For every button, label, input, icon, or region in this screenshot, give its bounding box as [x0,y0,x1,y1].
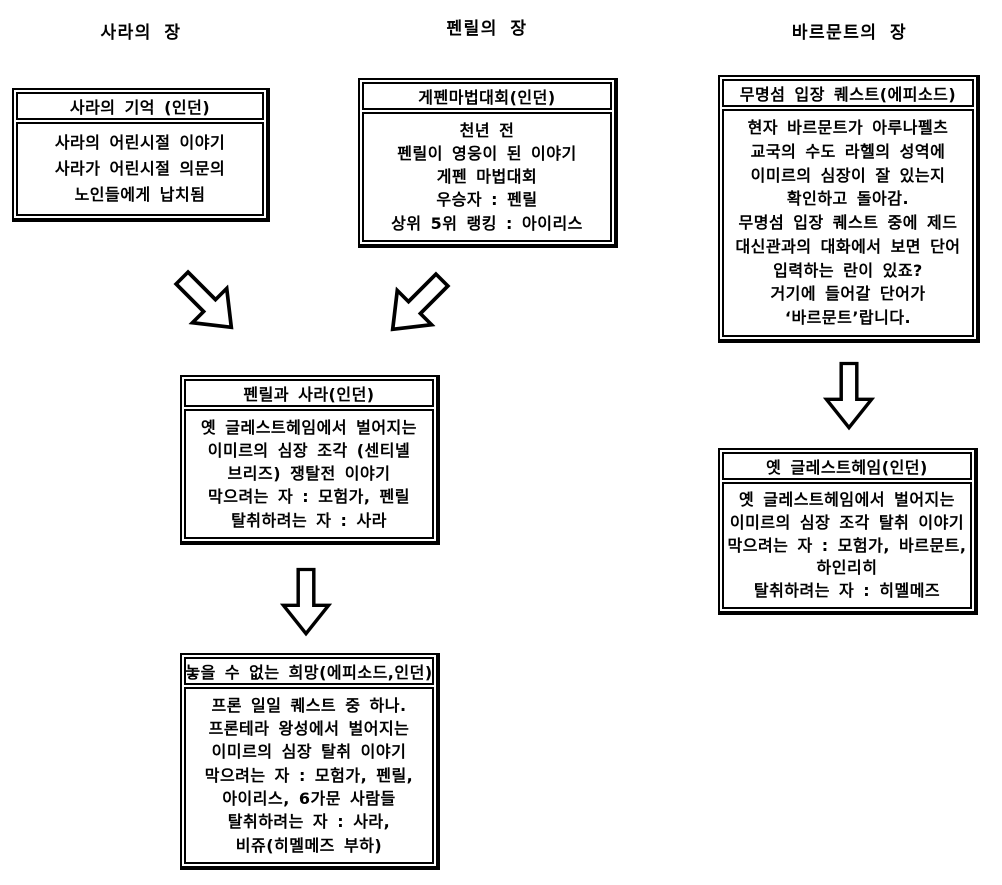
quest-line: 이미르의 심장이 잘 있는지 [750,165,946,185]
quest-line: 비쥬(히멜메즈 부하) [235,835,383,855]
quest-box-title: 놓을 수 없는 희망(에피소드,인던) [184,657,434,685]
quest-line: 막으려는 자 : 모험가, 펜릴 [208,487,410,507]
quest-box-title: 게펜마법대회(인던) [362,82,612,110]
quest-box-body: 프론 일일 퀘스트 중 하나. 프론테라 왕성에서 벌어지는 이미르의 심장 탈… [184,687,434,864]
quest-line: 프론테라 왕성에서 벌어지는 [208,719,410,739]
arrow-down-right-icon [160,256,253,349]
quest-box-title: 옛 글레스트헤임(인던) [722,452,972,480]
quest-line: 탈취하려는 자 : 사라, [227,812,391,832]
quest-box-body: 옛 글레스트헤임에서 벌어지는 이미르의 심장 조각 (센티넬 브리즈) 쟁탈전… [184,409,434,539]
quest-line: 이미르의 심장 조각 탈취 이야기 [729,512,965,532]
quest-box-body: 옛 글레스트헤임에서 벌어지는 이미르의 심장 조각 탈취 이야기 막으려는 자… [722,482,972,609]
column-header-fenrir: 펜릴의 장 [446,19,528,39]
quest-line: 옛 글레스트헤임에서 벌어지는 [738,490,955,510]
quest-line: 입력하는 란이 있죠? [773,260,923,280]
quest-line: 교국의 수도 라헬의 성역에 [750,141,946,161]
quest-line: 옛 글레스트헤임에서 벌어지는 [200,417,417,437]
arrow-down-left-icon [370,258,463,351]
quest-line: 탈취하려는 자 : 사라 [231,510,387,530]
quest-line: 사라가 어린시절 의문의 [54,159,226,179]
arrow-down-icon [823,361,875,431]
quest-box-unrelinquishable-hope: 놓을 수 없는 희망(에피소드,인던) 프론 일일 퀘스트 중 하나. 프론테라… [180,653,440,870]
quest-line: 이미르의 심장 탈취 이야기 [211,742,407,762]
quest-box-old-glast-heim: 옛 글레스트헤임(인던) 옛 글레스트헤임에서 벌어지는 이미르의 심장 조각 … [718,448,978,615]
quest-line: 이미르의 심장 조각 (센티넬 [207,440,411,460]
quest-line: 아이리스, 6가문 사람들 [222,788,396,808]
quest-line: 하인리히 [816,558,878,578]
quest-line: 현자 바르문트가 아루나펠츠 [747,118,949,138]
column-header-varmundt: 바르문트의 장 [791,23,908,43]
quest-line: 프론 일일 퀘스트 중 하나. [211,695,407,715]
quest-line: 대신관과의 대화에서 보면 단어 [735,236,961,256]
quest-line: 게펜 마법대회 [436,167,538,187]
quest-box-body: 사라의 어린시절 이야기 사라가 어린시절 의문의 노인들에게 납치됨 [16,122,264,216]
quest-line: 노인들에게 납치됨 [74,185,206,205]
quest-line: 막으려는 자 : 모험가, 바르문트, [727,535,967,555]
column-header-sara: 사라의 장 [100,23,182,43]
quest-line: 막으려는 자 : 모험가, 펜릴, [204,765,414,785]
quest-box-geffen-tournament: 게펜마법대회(인던) 천년 전 펜릴이 영웅이 된 이야기 게펜 마법대회 우승… [358,78,618,248]
quest-box-title: 무명섬 입장 퀘스트(에피소드) [722,79,974,107]
quest-box-title: 펜릴과 사라(인던) [184,379,434,407]
arrow-down-icon [280,567,332,637]
quest-box-sara-memory: 사라의 기억 (인던) 사라의 어린시절 이야기 사라가 어린시절 의문의 노인… [12,88,270,222]
quest-line: 펜릴이 영웅이 된 이야기 [397,143,577,163]
quest-box-body: 천년 전 펜릴이 영웅이 된 이야기 게펜 마법대회 우승자 : 펜릴 상위 5… [362,112,612,242]
quest-line: 천년 전 [459,120,515,140]
quest-line: 우승자 : 펜릴 [436,190,538,210]
quest-box-fenrir-sara: 펜릴과 사라(인던) 옛 글레스트헤임에서 벌어지는 이미르의 심장 조각 (센… [180,375,440,545]
quest-line: 무명섬 입장 퀘스트 중에 제드 [738,213,958,233]
quest-line: 상위 5위 랭킹 : 아이리스 [391,213,583,233]
quest-line: 브리즈) 쟁탈전 이야기 [227,464,391,484]
quest-box-nameless-island: 무명섬 입장 퀘스트(에피소드) 현자 바르문트가 아루나펠츠 교국의 수도 라… [718,75,980,343]
quest-line: ‘바르문트’랍니다. [784,308,912,328]
quest-box-body: 현자 바르문트가 아루나펠츠 교국의 수도 라헬의 성역에 이미르의 심장이 잘… [722,109,974,337]
quest-line: 사라의 어린시절 이야기 [54,133,226,153]
quest-line: 확인하고 돌아감. [786,189,910,209]
quest-line: 거기에 들어갈 단어가 [770,284,926,304]
quest-box-title: 사라의 기억 (인던) [16,92,264,120]
quest-line: 탈취하려는 자 : 히멜메즈 [753,581,941,601]
